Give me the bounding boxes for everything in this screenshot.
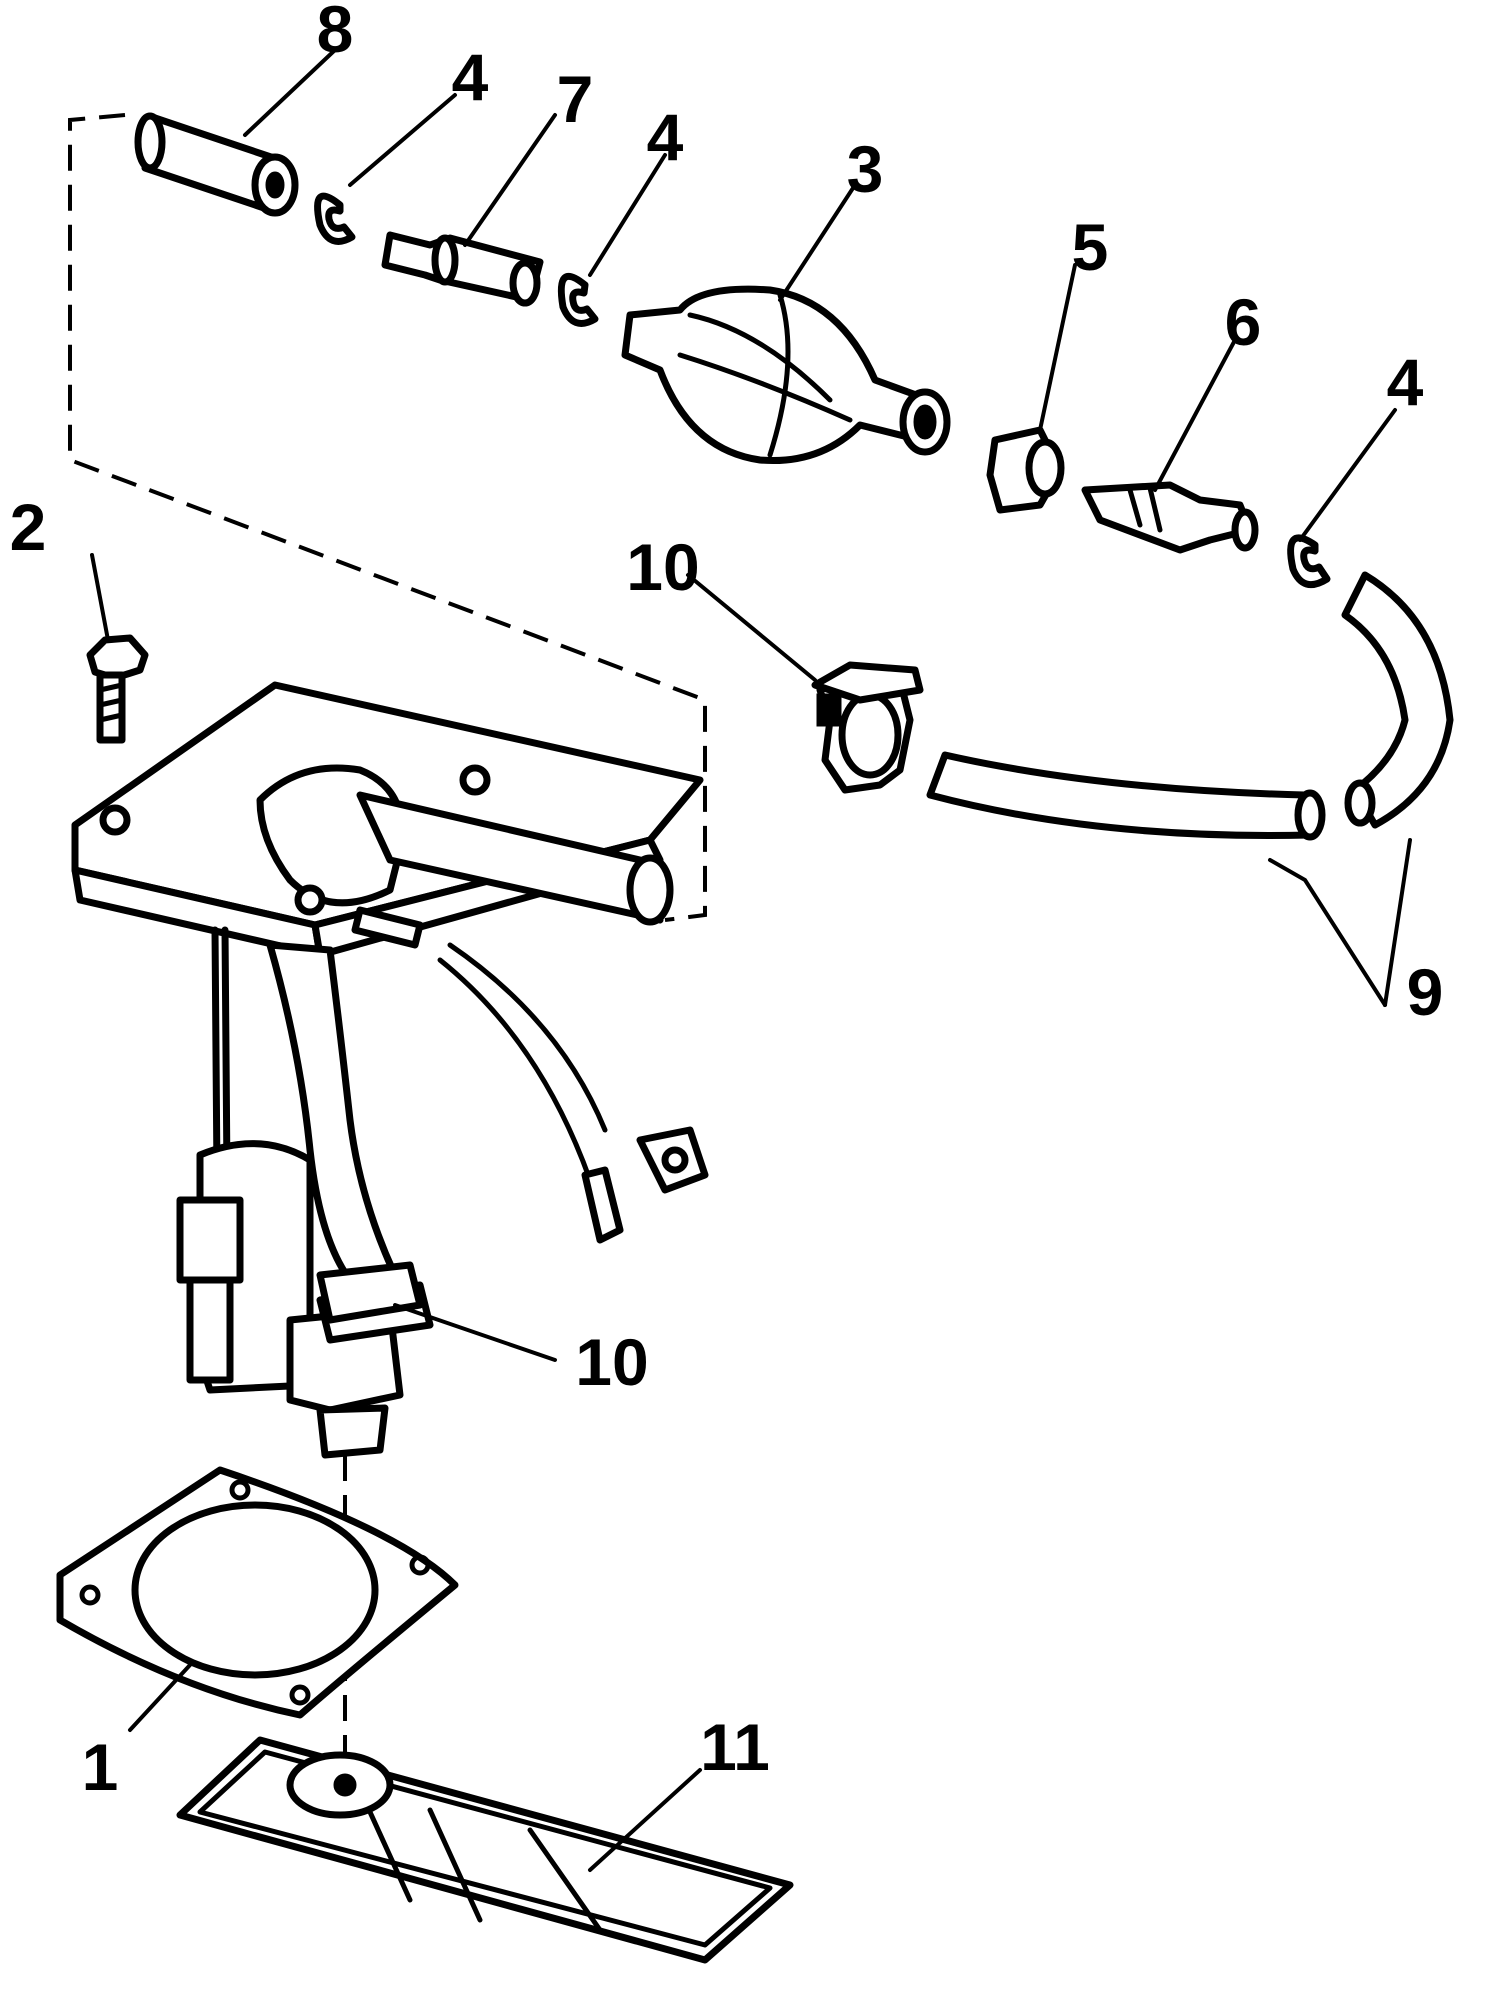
label-part-9: 9 bbox=[1407, 955, 1444, 1029]
leader-lines bbox=[90, 48, 1412, 1872]
label-part-3: 3 bbox=[847, 132, 884, 206]
part-10-hose-clamp-a bbox=[811, 661, 924, 794]
label-part-10b: 10 bbox=[575, 1325, 648, 1399]
part-4-clip-c bbox=[1287, 534, 1331, 589]
part-2-bolt bbox=[86, 634, 149, 744]
label-part-8: 8 bbox=[317, 0, 354, 66]
label-part-4a: 4 bbox=[452, 40, 489, 114]
label-part-4c: 4 bbox=[1387, 345, 1424, 419]
fuel-pump-body bbox=[71, 681, 709, 1459]
part-11-filter-screen bbox=[176, 1736, 794, 1964]
part-7-fitting bbox=[381, 231, 544, 307]
label-part-5: 5 bbox=[1072, 210, 1109, 284]
part-4-clip-b bbox=[557, 272, 599, 327]
assembly-guide-lines bbox=[68, 113, 707, 1760]
label-part-10a: 10 bbox=[626, 530, 699, 604]
part-8-hose bbox=[134, 112, 299, 217]
part-3-primer-bulb bbox=[621, 285, 951, 465]
label-part-2: 2 bbox=[10, 490, 47, 564]
part-number-labels: 8 4 7 4 3 5 6 4 2 10 9 10 1 11 bbox=[10, 0, 1444, 1804]
label-part-4b: 4 bbox=[647, 100, 684, 174]
part-1-gasket bbox=[56, 1466, 459, 1719]
part-6-check-valve bbox=[1081, 481, 1259, 554]
label-part-6: 6 bbox=[1225, 285, 1262, 359]
label-part-7: 7 bbox=[557, 62, 594, 136]
part-4-clip-a bbox=[314, 192, 356, 245]
part-5-nut bbox=[986, 426, 1065, 514]
label-part-1: 1 bbox=[82, 1730, 119, 1804]
label-part-11: 11 bbox=[700, 1710, 770, 1784]
part-9-fuel-hose bbox=[926, 571, 1454, 841]
